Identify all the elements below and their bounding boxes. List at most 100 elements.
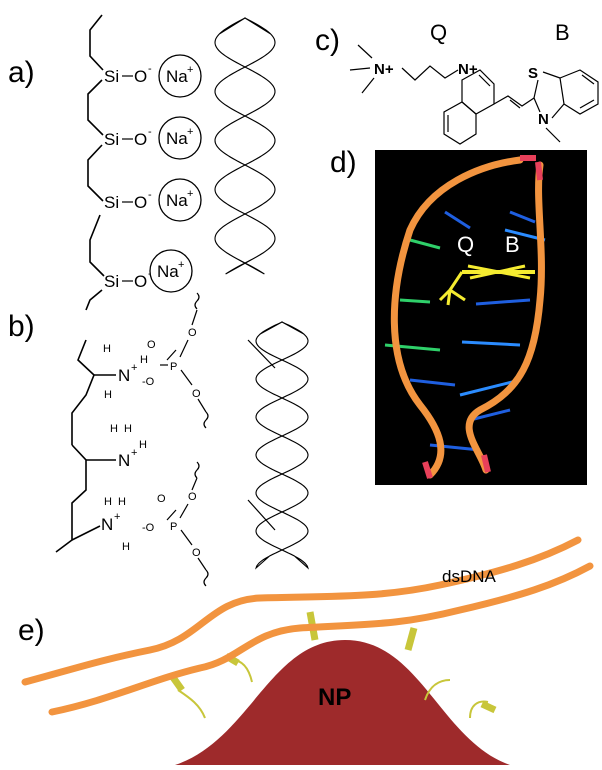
panel-e: e) NP dsDNA (18, 536, 594, 765)
bond (191, 309, 198, 326)
quinoline-label: Q (430, 20, 447, 45)
panel-label-e: e) (18, 614, 45, 647)
chain-bond (85, 289, 103, 311)
h-label: H (140, 354, 148, 366)
bond (533, 79, 539, 99)
wavy-bond (194, 461, 200, 479)
panel-label-d: d) (330, 146, 357, 179)
phosphate-group-1: O P O -O O (142, 292, 209, 429)
panel-c: c) Q B N+ N+ S N (315, 20, 599, 145)
ammonium-group-2: H H N + H (110, 423, 147, 470)
thiazole-orange-structure: N+ N+ S N (349, 44, 599, 145)
silanolate-row-4: Si O - Na + (104, 249, 193, 293)
base-pair-rung (509, 210, 536, 224)
linker-chain (177, 689, 206, 719)
o-label: O (134, 67, 147, 86)
benzothiazole-n-label: N (538, 111, 549, 128)
panel-label-c: c) (315, 24, 340, 57)
h-label: H (124, 423, 132, 435)
wavy-bond (194, 292, 200, 310)
base-pair-rung (409, 238, 441, 250)
sodium-ion-circle (158, 54, 202, 98)
na-charge: + (187, 188, 193, 200)
bond (166, 349, 177, 361)
h-label: H (110, 423, 118, 435)
o-label: O (134, 130, 147, 149)
na-charge: + (187, 64, 193, 76)
propyl-linker (401, 65, 459, 81)
o-label: O (188, 491, 197, 503)
quinoline-benzo-ring (443, 101, 477, 145)
strand-end (481, 454, 491, 473)
na-label: Na (157, 262, 179, 281)
na-label: Na (166, 191, 188, 210)
base-pair-rung (459, 378, 521, 397)
sulfur-label: S (528, 65, 538, 82)
quinolinium-n-label: N+ (458, 61, 478, 78)
bond (533, 97, 541, 113)
dna-backbone-strand-1 (390, 156, 524, 479)
dna-double-helix-b (255, 321, 309, 570)
base-pair-rungs (384, 210, 546, 452)
phosphate-stub (247, 339, 276, 369)
o-label: O (157, 493, 166, 505)
base-pair-rung (475, 298, 531, 306)
o-charge: - (148, 63, 152, 75)
ammonium-n-label: N+ (374, 61, 394, 78)
linker-chain (469, 700, 489, 719)
intercalated-dye (438, 264, 535, 306)
o-minus-label: -O (142, 522, 155, 534)
o-label: O (134, 272, 147, 291)
o-charge: - (148, 189, 152, 201)
base-pair-rung (399, 298, 431, 304)
dye-bond (446, 289, 452, 306)
chain-bond (89, 214, 105, 277)
double-bond (579, 99, 595, 109)
methyl-bond (357, 44, 373, 59)
silanolate-row-1: Si O - Na + (104, 54, 202, 98)
helix-strand (255, 321, 309, 570)
p-label: P (170, 521, 177, 533)
linker-head (404, 627, 418, 651)
bond (166, 509, 177, 521)
panel-label-a: a) (8, 56, 35, 89)
o-label: O (192, 388, 201, 400)
benzothiazole-benzo-ring (559, 69, 599, 115)
double-bond (478, 74, 491, 87)
n-charge: + (131, 447, 137, 459)
dye-bond (469, 264, 526, 280)
o-label: O (188, 327, 197, 339)
chain-bond (89, 14, 104, 71)
bond (179, 339, 189, 358)
h-label: H (122, 541, 130, 553)
silica-chain (85, 14, 105, 311)
bond (180, 369, 193, 386)
silanolate-row-2: Si O - Na + (104, 116, 202, 160)
bond (180, 529, 193, 546)
silanolate-row-3: Si O - Na + (104, 178, 202, 222)
dsdna-label: dsDNA (442, 567, 497, 586)
panel-d: d) (330, 146, 587, 485)
nanoparticle-label: NP (318, 684, 351, 711)
bond (551, 103, 565, 119)
o-label: O (134, 193, 147, 212)
linker-head (480, 700, 497, 714)
n-charge: + (114, 511, 120, 523)
dsdna-strand-2 (48, 562, 594, 716)
base-pair-rung (461, 340, 521, 347)
o-minus-label: -O (142, 376, 155, 388)
h-label: H (103, 343, 111, 355)
double-bond (581, 74, 595, 85)
na-charge: + (178, 259, 184, 271)
bond (179, 503, 189, 519)
si-label: Si (104, 193, 119, 212)
methyl-bond (361, 77, 375, 94)
render-label-b: B (505, 232, 520, 257)
o-charge: - (148, 126, 152, 138)
nanoparticle (175, 640, 510, 765)
dsdna-strand-1 (21, 536, 582, 686)
h-label: H (104, 496, 112, 508)
ammonium-group-3: H H N + H (101, 496, 130, 553)
molecular-render-background (375, 150, 587, 485)
